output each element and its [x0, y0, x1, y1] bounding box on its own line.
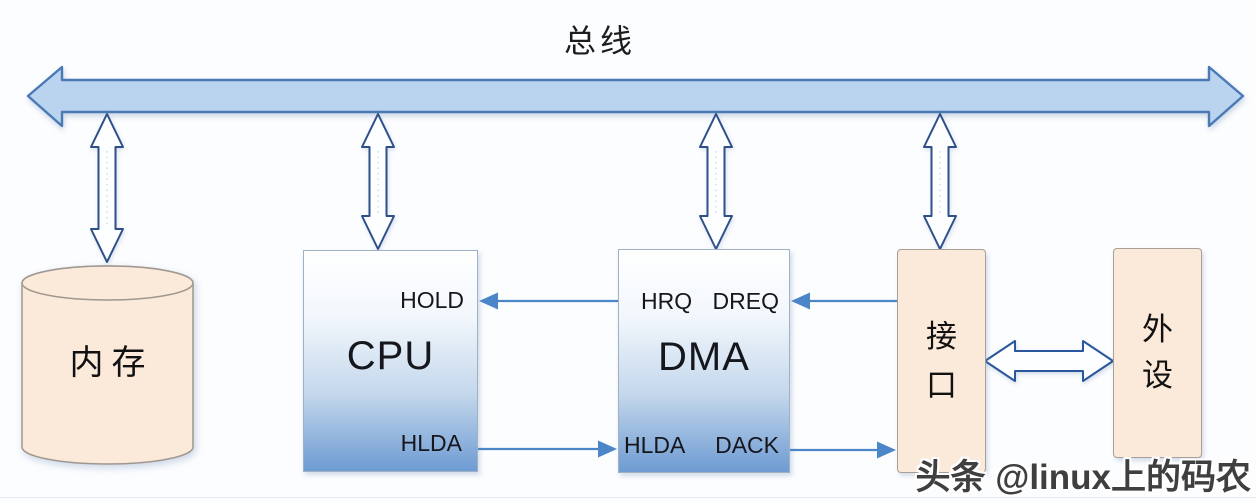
memory-bus-connector-arrow: [90, 113, 124, 263]
interface-peripheral-exchange-arrow: [984, 340, 1114, 382]
cpu-bus-connector-arrow: [361, 113, 395, 250]
interface-label: 接 口: [926, 312, 957, 410]
dma-bus-connector-arrow: [699, 113, 733, 250]
bus-arrow: [26, 65, 1245, 128]
dma-box: HRQ DREQ DMA HLDA DACK: [618, 249, 790, 473]
cpu-pin-hlda: HLDA: [400, 430, 462, 456]
dma-pin-dreq: DREQ: [712, 288, 779, 314]
cpu-label: CPU: [346, 334, 435, 378]
dack-to-interface-arrowhead: [877, 441, 896, 459]
interface-label-char-bottom: 口: [926, 368, 957, 403]
watermark-text: 头条 @linux上的码农: [915, 458, 1251, 497]
dma-label: DMA: [658, 335, 750, 379]
interface-box: 接 口: [897, 249, 986, 473]
dma-pin-hlda: HLDA: [624, 432, 686, 458]
dma-pin-dack: DACK: [715, 432, 779, 458]
interface-bus-connector-arrow: [923, 113, 957, 250]
hrq-to-hold-arrowhead: [479, 292, 498, 310]
cpu-box: HOLD CPU HLDA: [303, 250, 478, 472]
cpu-pin-hold: HOLD: [400, 287, 464, 313]
dma-pin-hrq: HRQ: [641, 288, 693, 314]
peripheral-box: 外 设: [1113, 248, 1202, 458]
hlda-to-hlda-arrowhead: [598, 440, 617, 458]
memory-label: 内存: [69, 344, 154, 382]
peripheral-label-char-bottom: 设: [1142, 358, 1173, 393]
interface-to-dreq-arrowhead: [791, 292, 810, 310]
peripheral-label-char-top: 外: [1142, 312, 1173, 347]
memory-cylinder-top-rim: [21, 265, 194, 301]
peripheral-label: 外 设: [1142, 307, 1173, 399]
bus-title: 总线: [563, 23, 636, 59]
interface-label-char-top: 接: [926, 319, 957, 354]
